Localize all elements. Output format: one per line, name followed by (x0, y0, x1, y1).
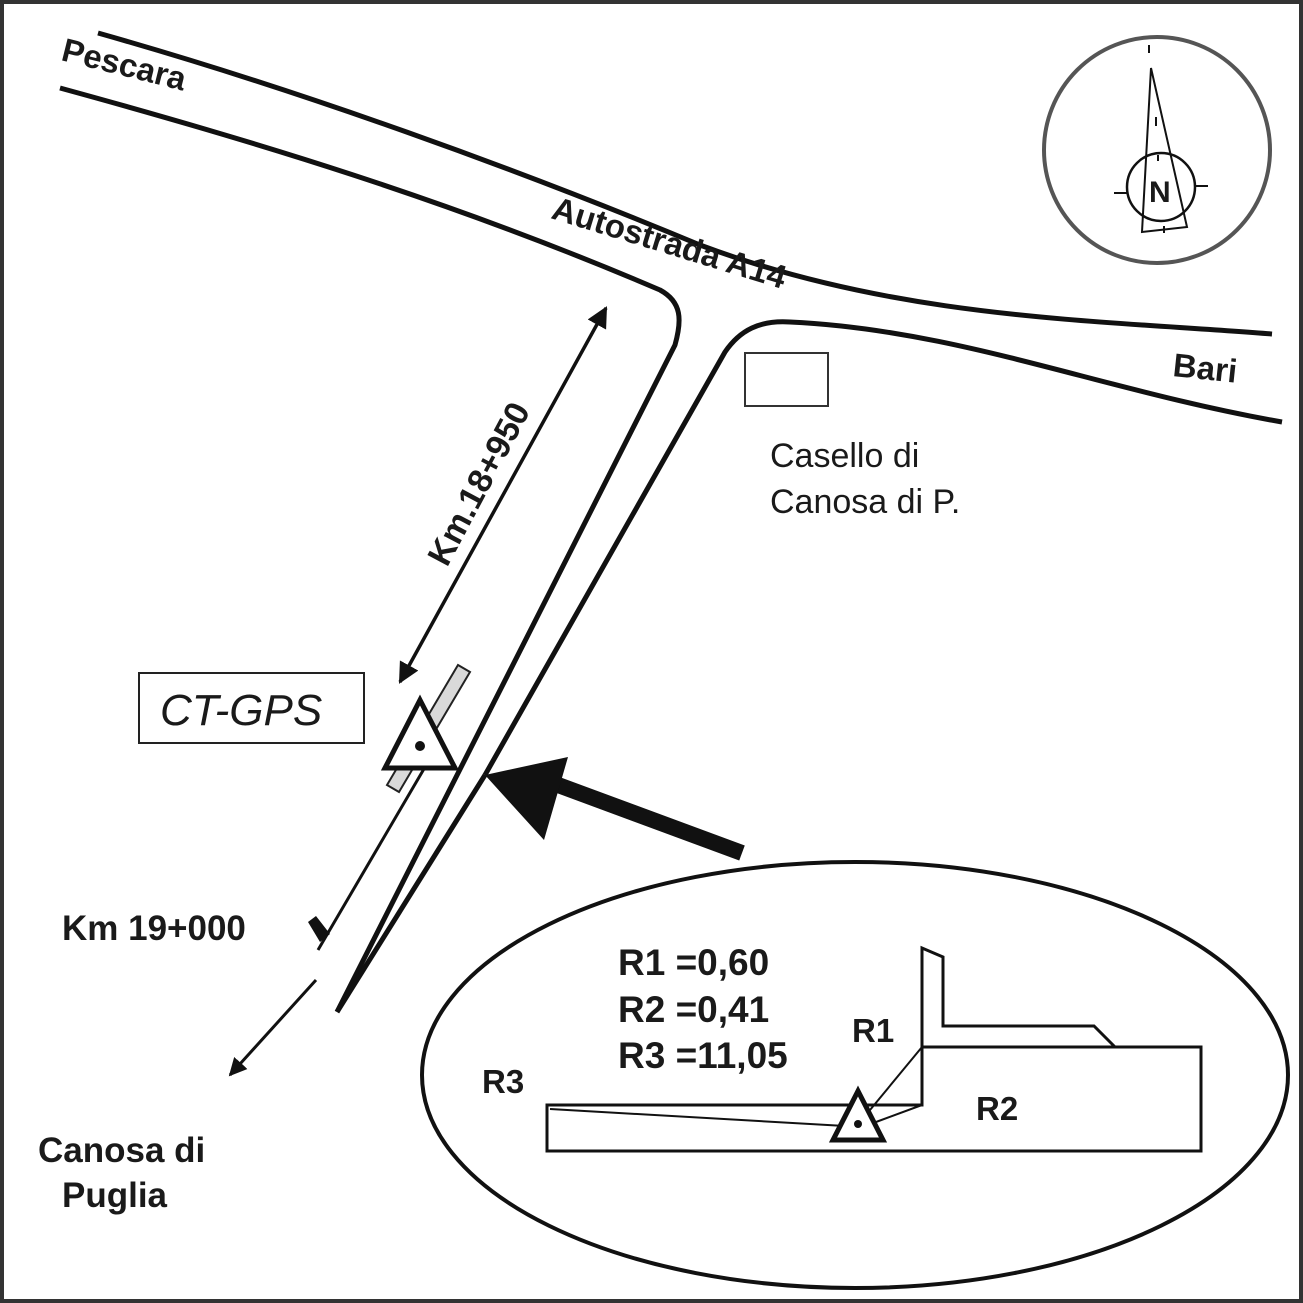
ramp-lower-edge (334, 773, 488, 1014)
destination-label-line1: Canosa di (38, 1131, 205, 1170)
inset-pointer-arrow (485, 757, 745, 861)
compass-north-label: N (1149, 176, 1171, 209)
inset-survey-point-dot (854, 1120, 862, 1128)
inset-value-r2: R2 =0,41 (618, 989, 769, 1030)
highway-a14 (59, 30, 1283, 1014)
toll-booth-box (744, 352, 829, 407)
inset-survey-point-triangle-icon (828, 1085, 888, 1143)
distance-arrow (398, 306, 608, 684)
highway-south-edge-west (59, 85, 682, 1014)
compass-ring (1042, 35, 1272, 265)
inset-value-r1: R1 =0,60 (618, 942, 769, 983)
highway-north-edge (97, 30, 1273, 337)
sight-line-r1 (869, 1046, 923, 1111)
destination-arrow (228, 978, 318, 1077)
north-compass-icon: N (1042, 35, 1272, 265)
inset-label-r1: R1 (852, 1012, 894, 1049)
inset-detail: R1 =0,60 R2 =0,41 R3 =11,05 R1 R2 R3 (420, 860, 1290, 1290)
inset-value-r3: R3 =11,05 (618, 1035, 788, 1076)
inset-wall (920, 945, 1117, 1049)
inset-ellipse (420, 860, 1290, 1290)
destination-label-line2: Puglia (62, 1176, 168, 1215)
highway-south-edge-east (482, 319, 1283, 777)
survey-point-dot (415, 741, 425, 751)
bari-label: Bari (1171, 346, 1239, 390)
km-marker-tick (308, 916, 330, 942)
survey-point-triangle-icon (380, 694, 460, 771)
inset-label-r2: R2 (976, 1090, 1018, 1127)
toll-booth-label-line1: Casello di (770, 437, 919, 475)
km-measure-line (316, 761, 430, 951)
km-19-label: Km 19+000 (62, 909, 246, 948)
sight-line-r2 (875, 1104, 923, 1123)
station-marker (380, 663, 472, 794)
sight-line-r3 (549, 1108, 846, 1127)
inset-label-r3: R3 (482, 1063, 524, 1100)
station-label-box (138, 672, 365, 744)
station-label: CT-GPS (160, 686, 322, 735)
toll-booth-label-line2: Canosa di P. (770, 483, 960, 521)
